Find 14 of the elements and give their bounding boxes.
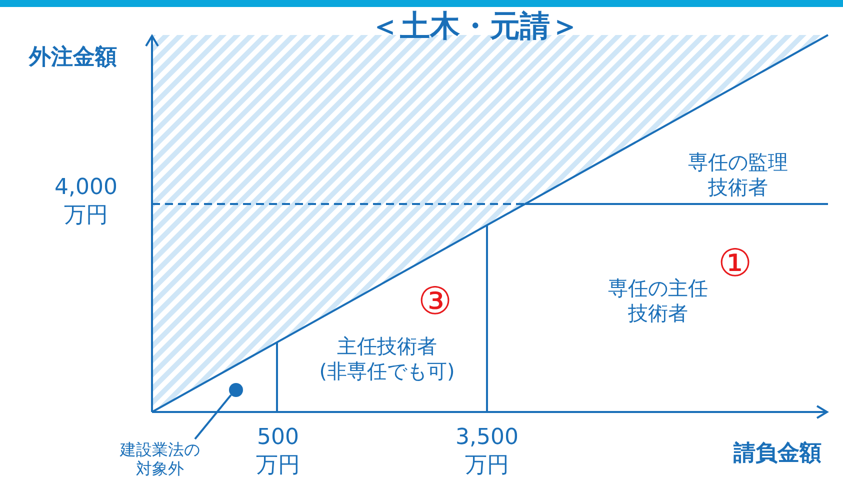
tick-label: 3,500万円	[454, 424, 520, 479]
leader-line	[194, 394, 232, 440]
region-label: 専任の主任技術者	[607, 276, 709, 326]
note-text: 建設業法の対象外	[118, 440, 202, 478]
tick-label: 500万円	[255, 424, 301, 479]
region-label: 専任の監理技術者	[687, 150, 789, 200]
tick-label: 4,000万円	[54, 174, 118, 229]
axis-label: 請負金額	[732, 440, 822, 468]
title: ＜土木・元請＞	[369, 8, 581, 46]
callout-number: ①	[716, 240, 754, 287]
callout-number: ③	[416, 278, 454, 325]
dot	[229, 383, 243, 397]
region-label: 主任技術者(非専任でも可)	[318, 334, 456, 384]
axis-label: 外注金額	[28, 44, 118, 72]
